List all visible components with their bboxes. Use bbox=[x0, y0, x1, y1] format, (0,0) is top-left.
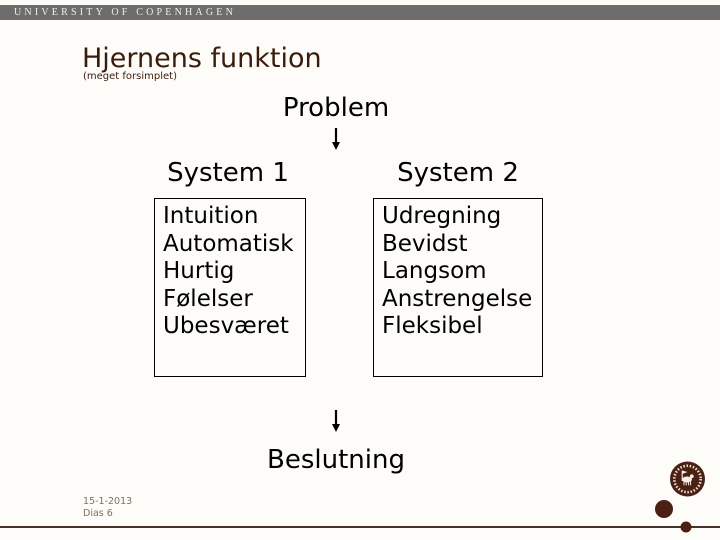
seal-text-ring bbox=[672, 464, 702, 494]
slide-date: 15-1-2013 bbox=[83, 496, 133, 507]
system2-heading: System 2 bbox=[397, 158, 519, 188]
down-arrow-icon bbox=[332, 410, 340, 432]
slide-title: Hjernens funktion bbox=[82, 43, 322, 74]
footer-divider bbox=[0, 526, 720, 528]
logo-dot-small bbox=[680, 521, 692, 533]
down-arrow-icon bbox=[332, 128, 340, 150]
system1-item: Intuition bbox=[163, 203, 259, 229]
system1-item: Følelser bbox=[163, 285, 253, 312]
system2-item: Anstrengelse bbox=[382, 285, 533, 312]
system2-item: Udregning bbox=[382, 203, 502, 229]
university-seal-logo bbox=[655, 461, 705, 533]
university-name: UNIVERSITY OF COPENHAGEN bbox=[14, 7, 236, 18]
slide-number: Dias 6 bbox=[83, 507, 113, 519]
system1-item: Hurtig bbox=[163, 258, 235, 285]
system1-item: Automatisk bbox=[163, 230, 294, 257]
system1-item: Ubesværet bbox=[163, 313, 289, 340]
decision-label: Beslutning bbox=[267, 445, 405, 475]
system2-item: Fleksibel bbox=[382, 313, 483, 340]
university-header-bar: UNIVERSITY OF COPENHAGEN bbox=[0, 5, 720, 20]
system2-item: Langsom bbox=[382, 258, 487, 285]
slide-footer: 15-1-2013 Dias 6 bbox=[83, 496, 132, 519]
logo-dot-medium bbox=[655, 500, 673, 518]
problem-label: Problem bbox=[282, 93, 390, 123]
slide-subtitle: (meget forsimplet) bbox=[83, 71, 177, 82]
system1-box: Intuition Automatisk Hurtig Følelser Ube… bbox=[154, 198, 306, 377]
system2-item: Bevidst bbox=[382, 230, 468, 257]
system2-box: Udregning Bevidst Langsom Anstrengelse F… bbox=[373, 198, 543, 377]
seal-lamb bbox=[681, 470, 694, 486]
system1-heading: System 1 bbox=[167, 158, 289, 188]
